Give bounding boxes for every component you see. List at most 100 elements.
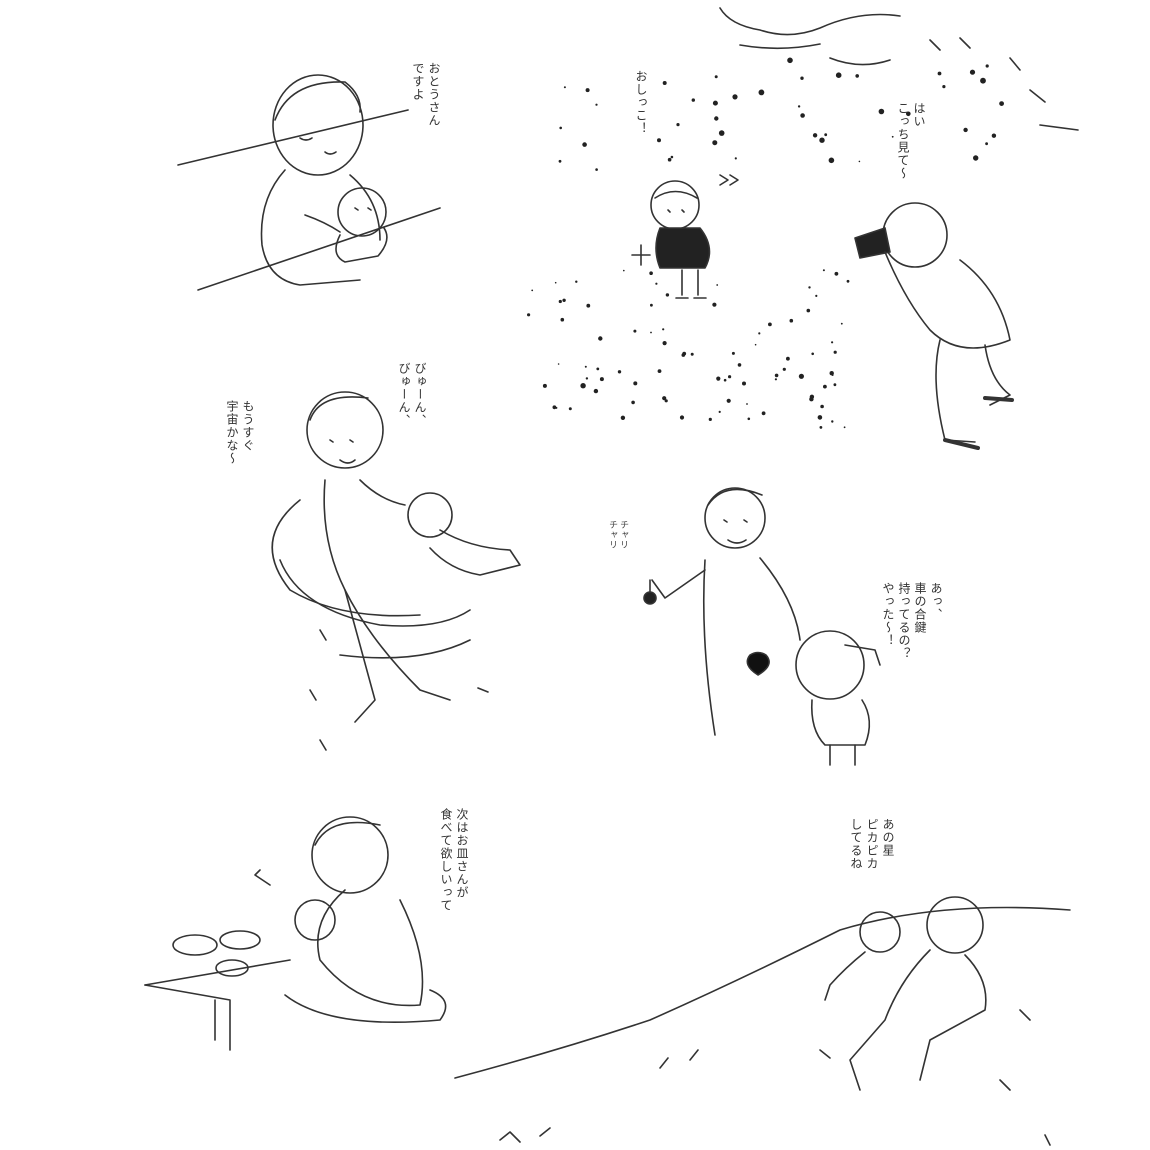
star-dot bbox=[650, 303, 653, 307]
dish bbox=[172, 934, 218, 956]
star-dot bbox=[681, 353, 686, 357]
adult-head bbox=[926, 896, 984, 954]
star-dot bbox=[712, 302, 717, 307]
star-dot bbox=[768, 322, 772, 327]
star-dot bbox=[980, 77, 986, 84]
baby-head bbox=[337, 187, 387, 237]
dish bbox=[215, 959, 249, 977]
star-dot bbox=[662, 396, 667, 401]
star-dot bbox=[811, 352, 814, 356]
star-dot bbox=[819, 426, 823, 429]
star-dot bbox=[718, 130, 725, 136]
star-dot bbox=[800, 76, 804, 80]
star-dot bbox=[991, 133, 997, 138]
star-dot bbox=[835, 72, 842, 78]
toddler-head bbox=[795, 630, 865, 700]
caption-photo: はいこっち見て〜 bbox=[896, 102, 926, 180]
star-dot bbox=[823, 384, 827, 389]
star-dot bbox=[662, 81, 667, 85]
star-dot bbox=[582, 142, 587, 147]
star-dot bbox=[714, 116, 719, 121]
star-dot bbox=[820, 404, 824, 409]
star-dot bbox=[831, 420, 834, 423]
star-dot bbox=[716, 284, 719, 286]
star-dot bbox=[593, 388, 599, 394]
star-dot bbox=[833, 383, 837, 387]
star-dot bbox=[774, 373, 779, 378]
star-dot bbox=[617, 370, 622, 374]
star-dot bbox=[631, 400, 635, 405]
adult-head bbox=[704, 487, 766, 549]
star-dot bbox=[712, 140, 718, 146]
star-dot bbox=[829, 371, 834, 376]
star-dot bbox=[527, 313, 531, 317]
star-dot bbox=[969, 69, 976, 75]
star-dot bbox=[731, 351, 735, 355]
star-dot bbox=[662, 328, 665, 331]
star-dot bbox=[891, 135, 894, 138]
star-dot bbox=[575, 280, 578, 283]
star-dot bbox=[732, 94, 738, 100]
star-dot bbox=[833, 350, 837, 354]
toddler-head bbox=[650, 180, 700, 230]
star-dot bbox=[623, 269, 625, 272]
caption-stars: あの星ピカピカしてるね bbox=[849, 818, 895, 870]
scene-feeding bbox=[144, 816, 447, 1051]
star-dot bbox=[846, 279, 850, 283]
star-dot bbox=[657, 369, 662, 373]
star-dot bbox=[542, 383, 547, 388]
caption-spinning-sound: びゅーん、びゅーん、 bbox=[397, 362, 427, 427]
star-dot bbox=[858, 160, 861, 163]
star-dot bbox=[758, 332, 761, 335]
child-head bbox=[859, 911, 901, 953]
star-dot bbox=[718, 410, 721, 413]
star-dot bbox=[580, 383, 586, 389]
star-dot bbox=[585, 88, 590, 93]
star-dot bbox=[691, 98, 695, 102]
star-dot bbox=[747, 417, 751, 421]
star-dot bbox=[797, 105, 801, 108]
star-dots bbox=[527, 57, 1004, 429]
photographer-head bbox=[882, 202, 948, 268]
caption-spinning-space: もうすぐ宇宙かな〜 bbox=[225, 400, 255, 465]
star-dot bbox=[937, 71, 942, 76]
star-dot bbox=[557, 363, 560, 365]
parent-head bbox=[306, 391, 384, 469]
star-dot bbox=[728, 375, 732, 379]
caption-keys-question: あっ、車の合鍵持ってるの？やった〜！ bbox=[881, 582, 943, 660]
star-dot bbox=[985, 64, 989, 68]
star-dot bbox=[563, 86, 566, 89]
caption-father-intro: おとうさんですよ bbox=[411, 62, 441, 127]
star-dot bbox=[633, 381, 638, 386]
star-dot bbox=[662, 341, 667, 346]
star-dot bbox=[973, 155, 979, 161]
star-dot bbox=[679, 415, 685, 420]
star-dot bbox=[815, 294, 818, 297]
star-dot bbox=[742, 381, 746, 386]
star-dot bbox=[746, 403, 748, 405]
star-dot bbox=[531, 289, 534, 292]
star-dot bbox=[665, 293, 670, 297]
star-dot bbox=[878, 108, 885, 115]
star-dot bbox=[806, 308, 811, 313]
star-dot bbox=[798, 373, 805, 379]
scene-spinning-child bbox=[271, 391, 521, 751]
star-dot bbox=[595, 103, 598, 106]
star-dot bbox=[734, 157, 737, 160]
star-dot bbox=[758, 89, 765, 96]
star-dot bbox=[831, 341, 834, 344]
star-dot bbox=[828, 157, 835, 164]
star-dot bbox=[708, 417, 712, 421]
star-dot bbox=[840, 322, 843, 325]
star-dot bbox=[558, 299, 562, 304]
star-dot bbox=[560, 317, 565, 322]
scene-photo-starry bbox=[631, 7, 1079, 450]
star-dot bbox=[633, 329, 637, 333]
star-dot bbox=[822, 269, 825, 272]
caption-keys-jingle: チャリチャリ bbox=[607, 520, 628, 550]
caption-meal: 次はお皿さんが食べて欲しいって bbox=[439, 808, 469, 912]
star-dot bbox=[786, 356, 790, 361]
star-dot bbox=[559, 126, 562, 130]
star-dot bbox=[558, 159, 562, 163]
star-dot bbox=[650, 331, 652, 334]
